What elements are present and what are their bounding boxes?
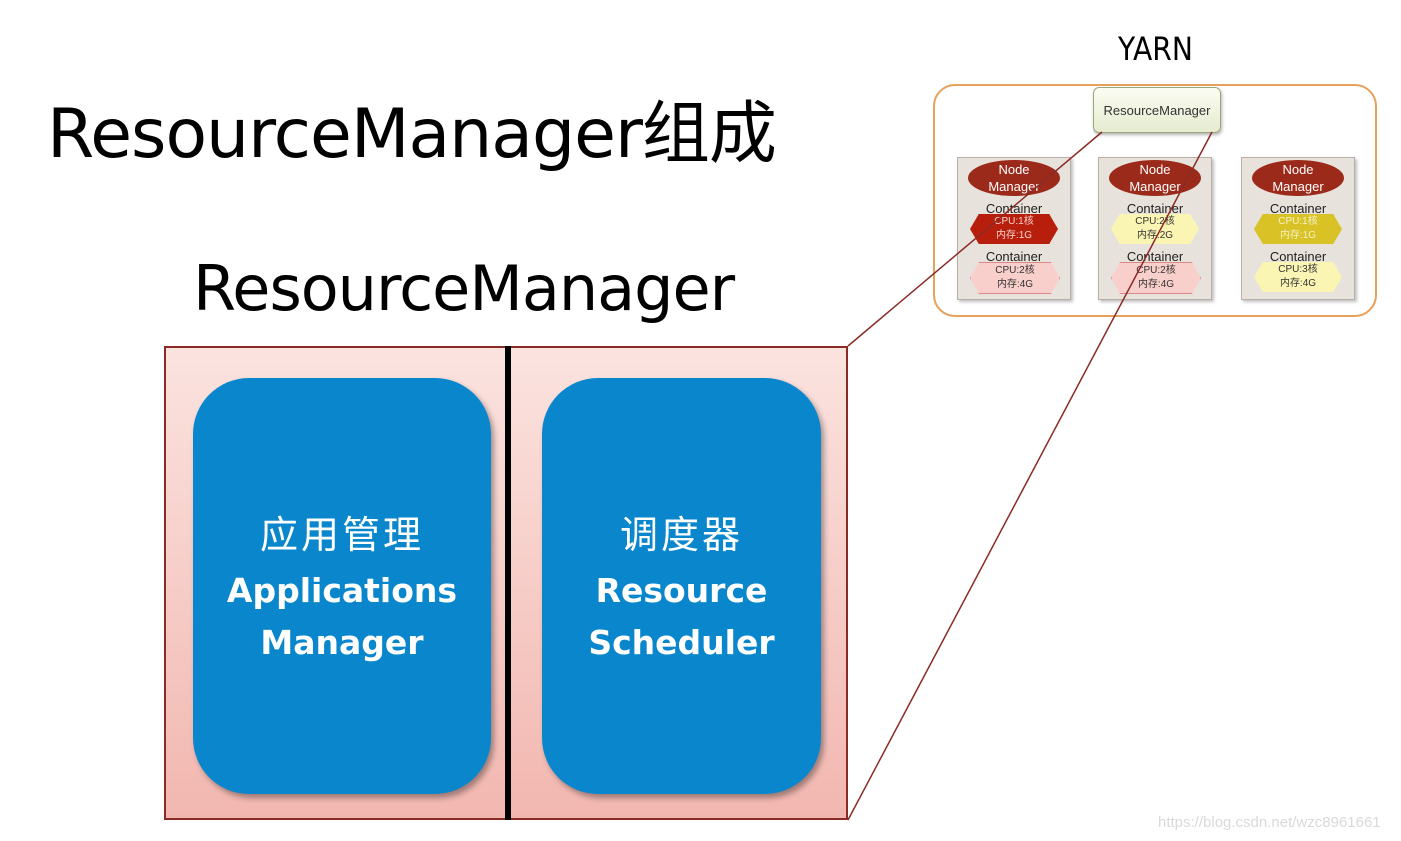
container-label: Container [1269, 249, 1327, 264]
node-manager-3: Node Manager Container CPU:1核 内存:1G Cont… [1241, 157, 1355, 300]
node-manager-1: Node Manager Container CPU:1核 内存:1G Cont… [957, 157, 1071, 300]
container-cpu: CPU:3核 [1278, 264, 1318, 275]
watermark-text: https://blog.csdn.net/wzc8961661 [1158, 814, 1381, 831]
yarn-resource-manager-node: ResourceManager [1093, 87, 1221, 133]
node-manager-3-line2: Manager [1272, 179, 1324, 194]
container-spec: CPU:1核 内存:1G [1254, 214, 1342, 244]
applications-manager-block: 应用管理 Applications Manager [193, 378, 491, 794]
container-label: Container [985, 201, 1043, 216]
node-manager-1-line1: Node [998, 162, 1030, 177]
node-manager-2: Node Manager Container CPU:2核 内存:2G Cont… [1098, 157, 1212, 300]
container-cpu: CPU:2核 [1136, 265, 1176, 276]
container-spec: CPU:2核 内存:4G [970, 262, 1060, 294]
node-manager-2-line1: Node [1139, 162, 1171, 177]
container-mem: 内存:4G [996, 279, 1034, 290]
component-divider [505, 346, 511, 820]
node-manager-1-oval: Node Manager [968, 160, 1060, 196]
applications-manager-en-label-1: Applications [226, 570, 458, 610]
node-manager-3-line1: Node [1282, 162, 1314, 177]
container-label: Container [1269, 201, 1327, 216]
node-manager-2-line2: Manager [1129, 179, 1181, 194]
applications-manager-cn-label: 应用管理 [259, 512, 424, 557]
resource-scheduler-en-label-1: Resource [595, 570, 768, 610]
container-cpu: CPU:2核 [1135, 216, 1175, 227]
container-cpu: CPU:2核 [995, 265, 1035, 276]
container-cpu: CPU:1核 [994, 216, 1034, 227]
node-manager-3-oval: Node Manager [1252, 160, 1344, 196]
container-mem: 内存:1G [1279, 230, 1317, 241]
resource-scheduler-block: 调度器 Resource Scheduler [542, 378, 821, 794]
applications-manager-en-label-2: Manager [260, 622, 424, 662]
container-mem: 内存:2G [1136, 230, 1174, 241]
container-mem: 内存:4G [1137, 279, 1175, 290]
container-mem: 内存:4G [1279, 278, 1317, 289]
resource-manager-heading: ResourceManager [193, 252, 735, 325]
slide-title: ResourceManager组成 [47, 95, 777, 174]
container-spec: CPU:1核 内存:1G [970, 214, 1058, 244]
container-label: Container [1126, 201, 1184, 216]
container-label: Container [985, 249, 1043, 264]
container-label: Container [1126, 249, 1184, 264]
container-cpu: CPU:1核 [1278, 216, 1318, 227]
resource-scheduler-cn-label: 调度器 [619, 512, 743, 557]
node-manager-1-line2: Manager [988, 179, 1040, 194]
container-spec: CPU:2核 内存:4G [1111, 262, 1201, 294]
container-mem: 内存:1G [995, 230, 1033, 241]
node-manager-2-oval: Node Manager [1109, 160, 1201, 196]
container-spec: CPU:2核 内存:2G [1111, 214, 1199, 244]
container-spec: CPU:3核 内存:4G [1254, 262, 1342, 292]
yarn-label: YARN [1118, 30, 1193, 68]
resource-scheduler-en-label-2: Scheduler [588, 622, 775, 662]
